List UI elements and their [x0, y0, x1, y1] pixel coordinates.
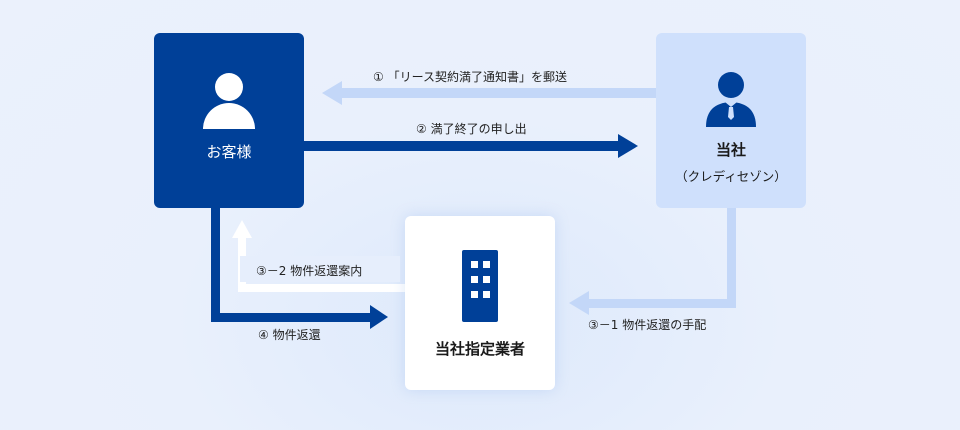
arrow-step1 — [322, 81, 656, 105]
vendor-node: 当社指定業者 — [405, 216, 555, 390]
businessperson-icon — [706, 72, 756, 127]
person-icon — [203, 73, 255, 129]
arrow-step4 — [211, 208, 388, 329]
arrow-step2 — [304, 134, 638, 158]
company-label: 当社 — [715, 141, 746, 159]
step1-label: ① 「リース契約満了通知書」を郵送 — [373, 70, 567, 84]
arrow-step3-1 — [569, 208, 736, 315]
step3-2-label: ③－2 物件返還案内 — [240, 256, 400, 282]
step4-label: ④ 物件返還 — [258, 328, 321, 342]
customer-label: お客様 — [206, 143, 252, 161]
company-sublabel: （クレディセゾン） — [675, 169, 787, 184]
customer-node: お客様 — [154, 33, 304, 208]
company-node: 当社 （クレディセゾン） — [656, 33, 806, 208]
step3-1-label: ③－1 物件返還の手配 — [588, 318, 707, 332]
step2-label: ② 満了終了の申し出 — [416, 122, 527, 136]
building-icon — [462, 250, 498, 322]
vendor-label: 当社指定業者 — [434, 340, 525, 358]
